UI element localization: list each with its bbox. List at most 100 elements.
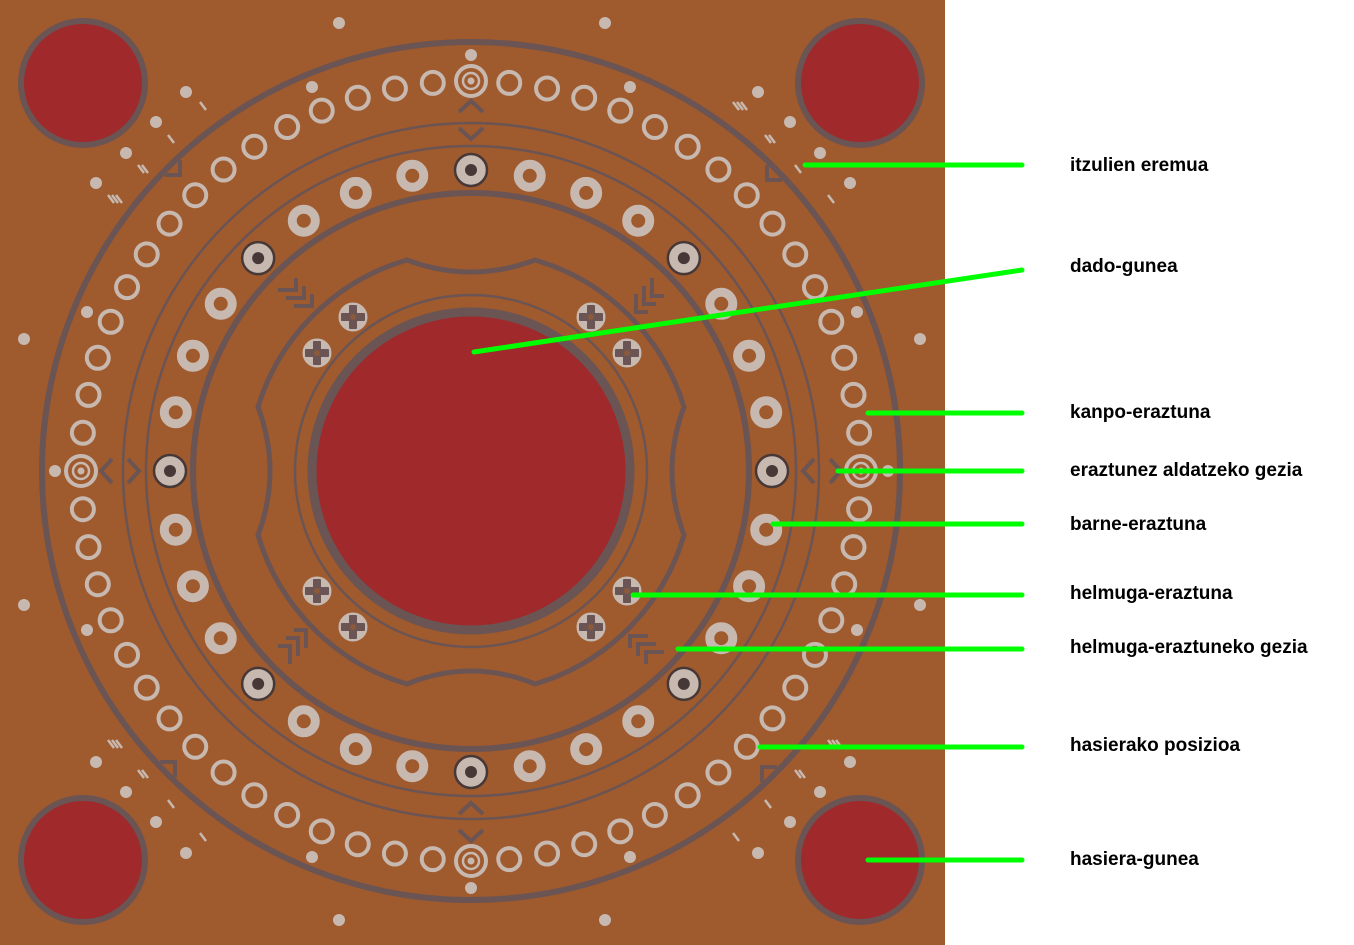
tick-mark xyxy=(199,101,207,111)
outer-ring-space xyxy=(641,114,668,141)
decor-dot xyxy=(120,147,132,159)
label-kanpo-eraztuna: kanpo-eraztuna xyxy=(1070,402,1211,423)
outer-ring-space xyxy=(241,782,268,809)
outer-ring-space xyxy=(607,97,634,124)
cross-center xyxy=(350,624,356,630)
tick-mark xyxy=(736,101,744,111)
label-barne-eraztuna: barne-eraztuna xyxy=(1070,514,1207,535)
ring-switch-space-dot xyxy=(467,77,475,85)
label-itzulien-eremua: itzulien eremua xyxy=(1070,155,1209,176)
inner-ring-space xyxy=(339,176,372,209)
chevron-icon xyxy=(650,278,664,298)
outer-ring-space xyxy=(534,75,561,102)
dice-area xyxy=(307,307,635,635)
decor-dot xyxy=(599,17,611,29)
decor-dot xyxy=(81,624,93,636)
finish-space xyxy=(338,612,368,642)
chevron-right-icon xyxy=(457,828,485,844)
start-position-dot xyxy=(465,164,477,176)
outer-ring-space xyxy=(381,75,408,102)
finish-space xyxy=(302,576,332,606)
inner-ring-space xyxy=(204,287,237,320)
outer-ring-space xyxy=(419,846,446,873)
outer-ring-space xyxy=(846,419,873,446)
ring-switch-arrow xyxy=(98,457,142,485)
finish-space xyxy=(612,576,642,606)
tick-mark xyxy=(107,194,115,204)
inner-ring-space xyxy=(287,204,320,237)
decor-dot xyxy=(914,599,926,611)
start-position-dot xyxy=(677,252,690,265)
return-zone-marker xyxy=(165,160,182,177)
outer-ring-space xyxy=(210,759,237,786)
outer-ring-space xyxy=(496,69,523,96)
tick-mark xyxy=(111,194,119,204)
finish-space xyxy=(576,612,606,642)
start-position-dot xyxy=(164,465,176,477)
outer-ring-space xyxy=(75,534,102,561)
tick-mark xyxy=(794,769,802,779)
outer-ring-space xyxy=(84,571,111,598)
inner-ring-space xyxy=(570,176,603,209)
outer-ring-space xyxy=(75,381,102,408)
decor-dot xyxy=(18,333,30,345)
decor-dot xyxy=(784,116,796,128)
inner-ring-space xyxy=(513,159,546,192)
tick-mark xyxy=(764,134,772,144)
start-zone xyxy=(18,795,148,925)
tick-mark xyxy=(141,769,149,779)
start-position-dot xyxy=(766,465,778,477)
inner-ring-space xyxy=(159,513,192,546)
decor-dot xyxy=(844,756,856,768)
outer-ring-space xyxy=(534,840,561,867)
outer-ring-space xyxy=(344,831,371,858)
outer-ring-space xyxy=(114,274,141,301)
chevron-left-icon xyxy=(457,800,485,816)
outer-ring-space xyxy=(156,705,183,732)
outer-ring-space xyxy=(69,496,96,523)
outer-ring-space xyxy=(641,801,668,828)
dice-area-outline xyxy=(255,257,687,687)
outer-ring-space xyxy=(344,84,371,111)
outer-ring-space xyxy=(84,344,111,371)
outer-ring-space xyxy=(782,241,809,268)
outer-ring-space xyxy=(182,182,209,209)
ring-switch-arrow xyxy=(457,800,485,844)
finish-ring-arrow xyxy=(634,278,664,314)
tick-mark xyxy=(167,799,175,809)
outer-ring-space xyxy=(733,182,760,209)
ring-switch-space xyxy=(454,844,488,878)
outer-ring-space xyxy=(801,641,828,668)
outer-ring-space xyxy=(840,381,867,408)
outer-ring-space xyxy=(705,759,732,786)
chevron-icon xyxy=(628,634,648,648)
decor-dot xyxy=(465,49,477,61)
decor-dot xyxy=(150,816,162,828)
tick-mark xyxy=(115,194,123,204)
decor-dot xyxy=(814,786,826,798)
tick-mark xyxy=(141,164,149,174)
inner-ring-space xyxy=(396,159,429,192)
finish-ring-arrow xyxy=(278,628,308,664)
return-zone-marker xyxy=(765,165,782,182)
decor-dot xyxy=(752,847,764,859)
chevron-icon xyxy=(278,644,292,664)
outer-ring-space xyxy=(801,274,828,301)
ring-switch-arrow xyxy=(457,98,485,142)
outer-ring-space xyxy=(274,801,301,828)
decor-dot xyxy=(333,914,345,926)
tick-mark xyxy=(768,134,776,144)
inner-ring-space xyxy=(733,339,766,372)
chevron-left-icon xyxy=(457,98,485,114)
decor-dot xyxy=(306,851,318,863)
return-zone-marker xyxy=(160,760,177,777)
finish-space xyxy=(612,338,642,368)
outer-ring-space xyxy=(133,674,160,701)
tick-mark xyxy=(740,101,748,111)
outer-ring-space xyxy=(674,782,701,809)
outer-ring-space xyxy=(674,133,701,160)
decor-dot xyxy=(120,786,132,798)
label-helmuga-eraztuneko-gezia: helmuga-eraztuneko gezia xyxy=(1070,637,1308,658)
inner-ring-space xyxy=(339,733,372,766)
